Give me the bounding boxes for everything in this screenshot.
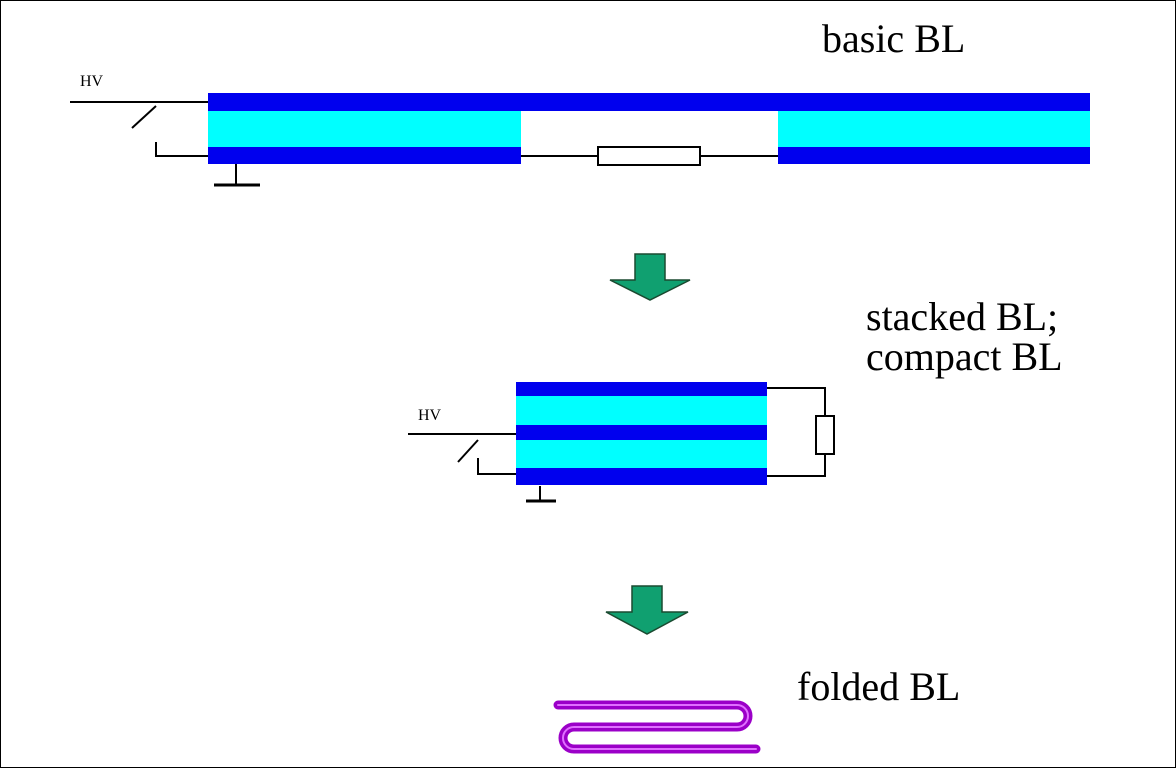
switch-blade-mid <box>457 439 479 463</box>
stack-dielectric-2 <box>516 440 767 468</box>
right-bottom-conductor <box>778 147 1090 164</box>
switch-blade-top <box>131 105 157 129</box>
stack-conductor-2 <box>516 425 767 440</box>
load-resistor-top <box>597 146 701 166</box>
right-dielectric <box>778 111 1090 147</box>
load-resistor-stack <box>815 415 835 455</box>
load-wire-stack-top <box>767 387 826 416</box>
stacked-bl-label-line1: stacked BL; <box>866 294 1058 339</box>
switch-return-top <box>155 142 208 157</box>
stack-conductor-1 <box>516 382 767 396</box>
stack-conductor-3 <box>516 468 767 485</box>
down-arrow-icon-2 <box>605 585 689 635</box>
left-bottom-conductor <box>208 147 521 164</box>
basic-bl-label: basic BL <box>822 16 965 61</box>
load-wire-stack-bottom <box>767 454 826 477</box>
stacked-bl-group: stacked BL; compact BL HV <box>408 294 1063 503</box>
switch-return-mid <box>477 458 516 475</box>
top-conductor <box>208 93 1090 111</box>
folded-bl-label: folded BL <box>797 664 960 709</box>
left-dielectric <box>208 111 521 147</box>
down-arrow-icon <box>605 585 689 635</box>
hv-label-top: HV <box>80 73 104 90</box>
stacked-bl-label-line2: compact BL <box>866 334 1063 379</box>
basic-bl-group: basic BL HV <box>70 16 1090 187</box>
stack-dielectric-1 <box>516 396 767 425</box>
down-arrow-icon-1 <box>609 253 691 301</box>
folded-line-highlight <box>557 704 757 750</box>
folded-bl-group: folded BL <box>553 664 960 754</box>
down-arrow-icon <box>609 253 691 301</box>
hv-label-mid: HV <box>418 407 442 424</box>
